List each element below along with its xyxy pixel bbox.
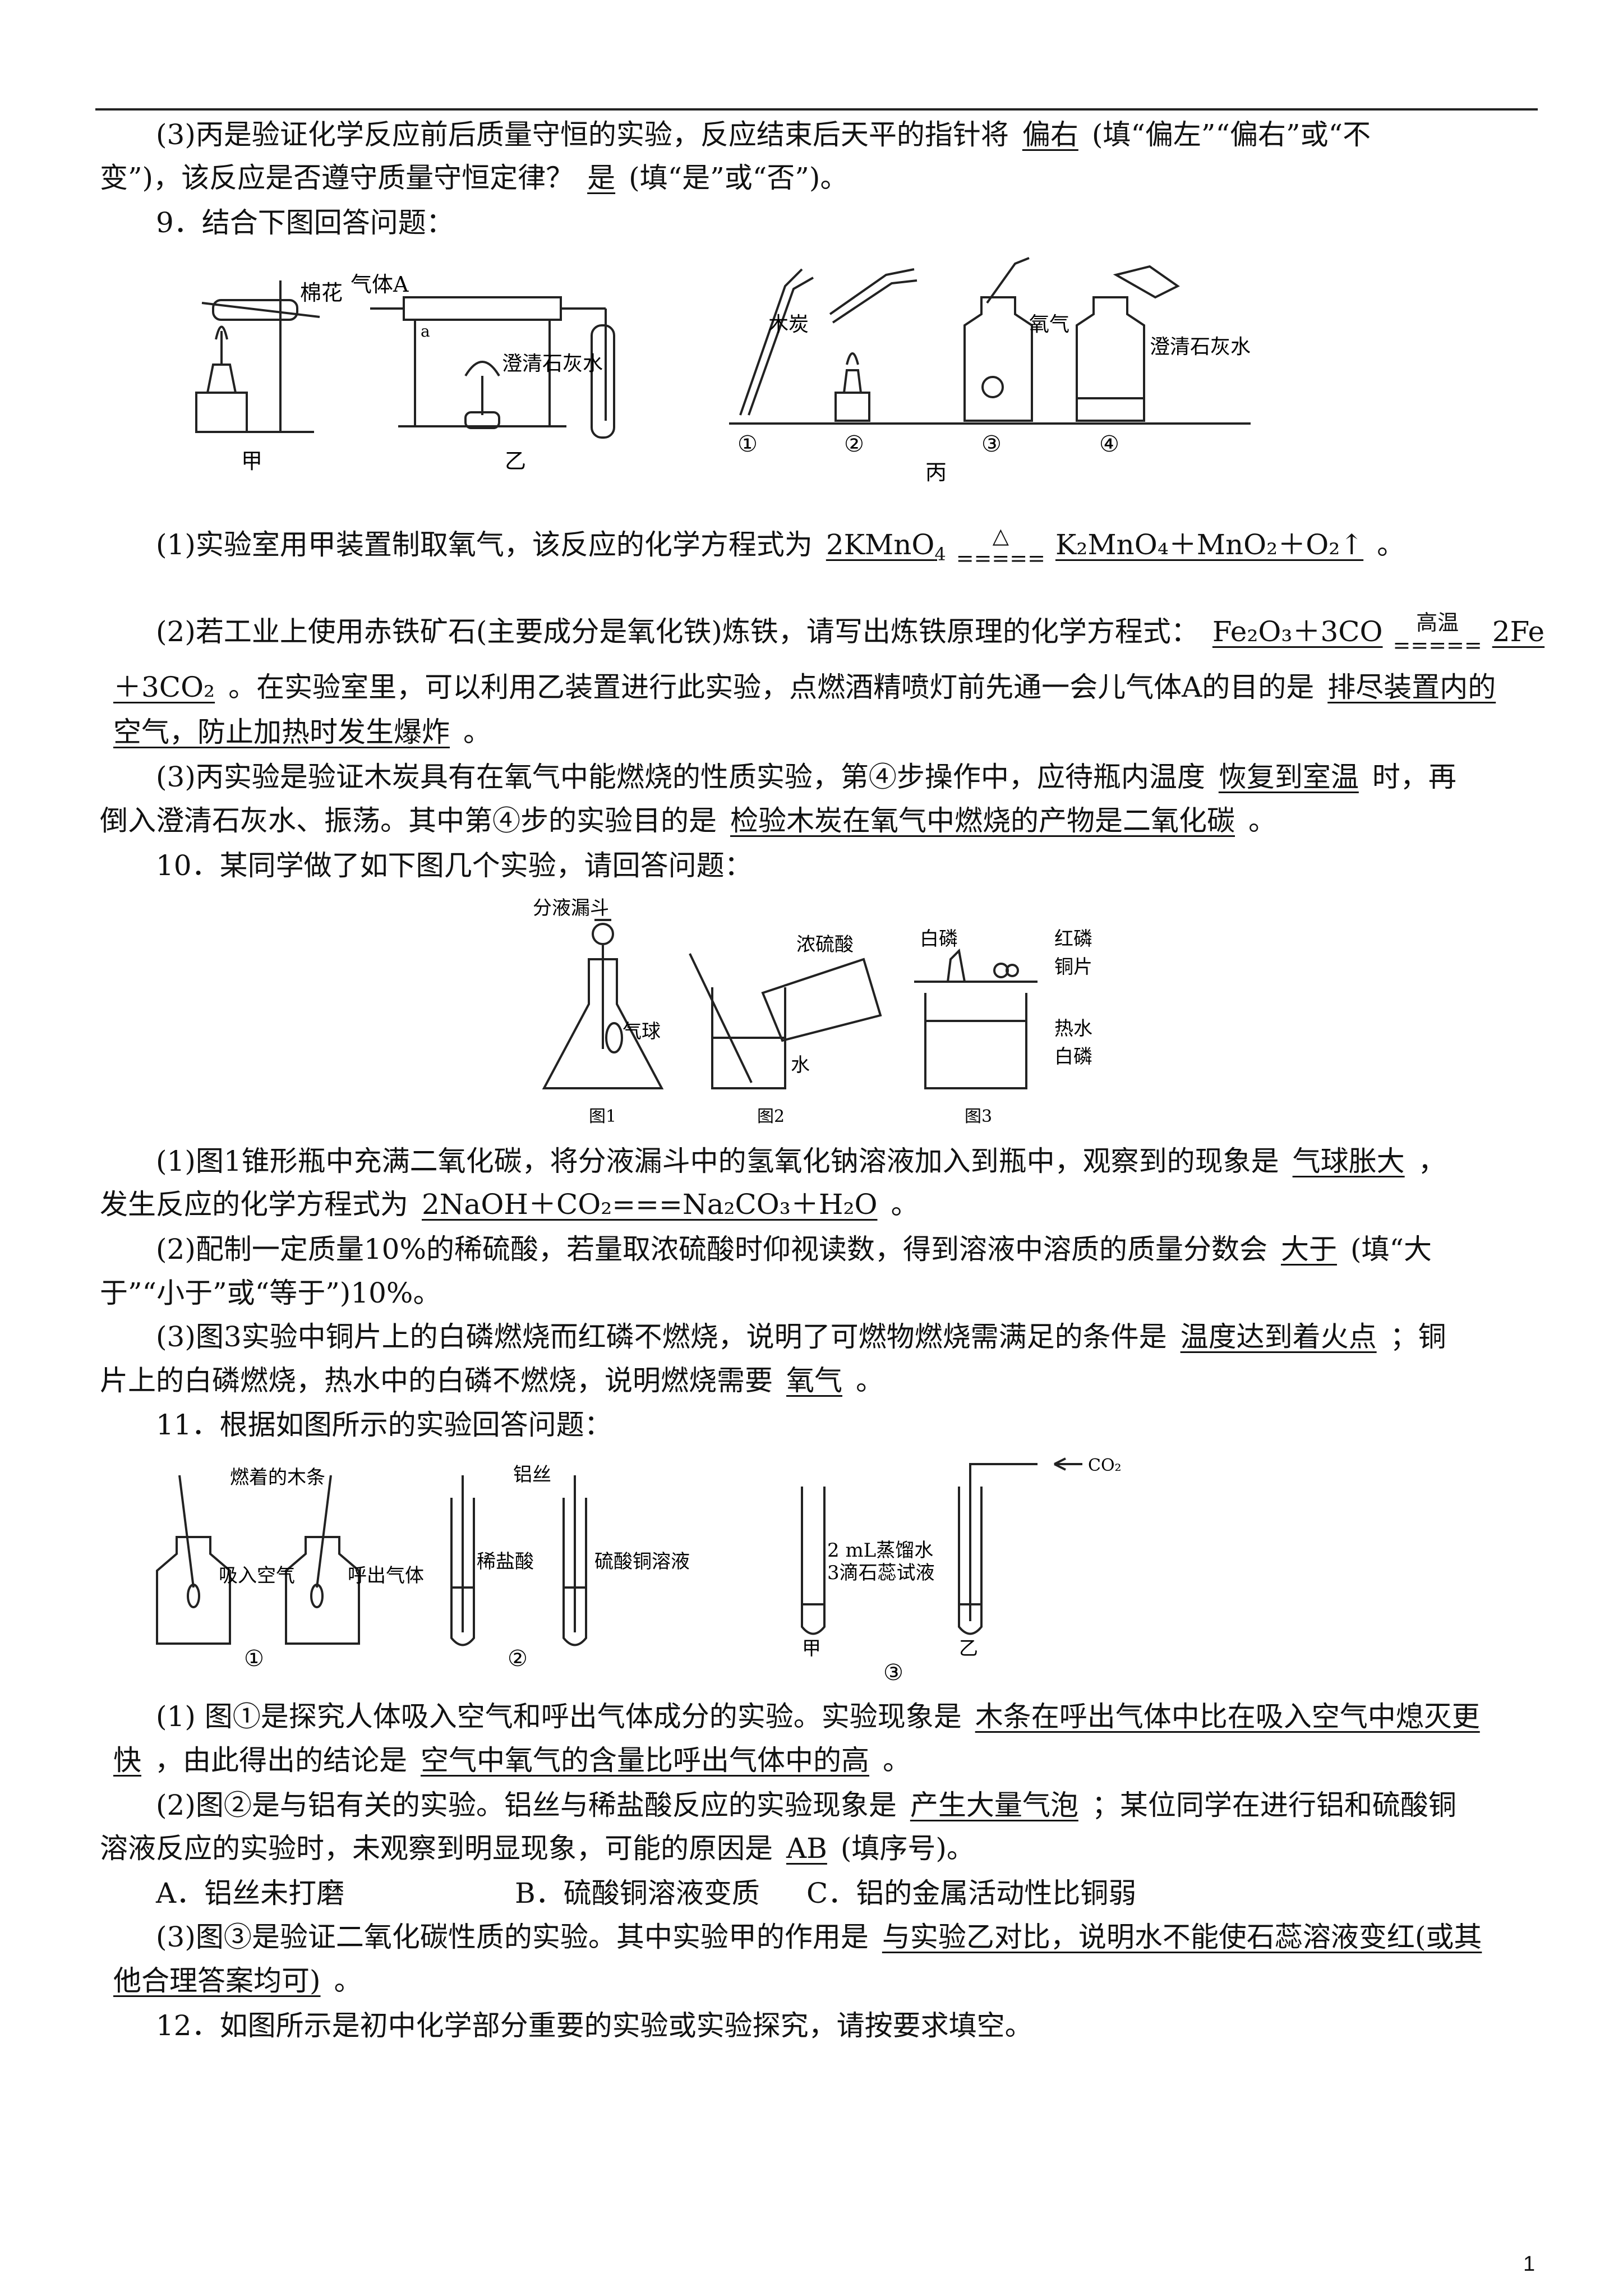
label-bing: 丙 [925,460,947,485]
label-cuso4-solution: 硫酸铜溶液 [594,1550,690,1573]
label-oxygen: 氧气 [1029,313,1069,336]
answer-blank: 检验木炭在氧气中燃烧的产物是二氧化碳 [730,804,1235,837]
q9-figure-jia-yi: 棉花 气体A a 澄清石灰水 甲 乙 [179,247,684,482]
label-jia: 甲 [802,1637,821,1660]
label-jia: 甲 [241,449,262,473]
q9-figure-bing: 木炭 氧气 澄清石灰水 ① ② ③ ④ 丙 [723,252,1256,488]
step-3: ③ [981,431,1002,457]
answer-equation-1: 2KMnO4△=====K₂MnO₄＋MnO₂＋O₂↑ [826,523,1364,570]
step-2: ② [844,431,864,457]
q10-part2-line2: 于”“小于”或“等于”)10%。 [100,1277,441,1309]
q9-part2-line3: 空气，防止加热时发生爆炸。 [100,712,1536,752]
q10-part1-line1: (1)图1锥形瓶中充满二氧化碳，将分液漏斗中的氢氧化钠溶液加入到瓶中，观察到的现… [156,1145,1446,1177]
step-1: ① [737,431,758,457]
page-number: 1 [1523,2252,1536,2276]
label-cotton: 棉花 [300,280,343,305]
label-conc-acid: 浓硫酸 [796,933,854,956]
label-yi: 乙 [959,1637,978,1660]
q11-title: 11．根据如图所示的实验回答问题： [156,1409,612,1441]
q10-part2-line1: (2)配制一定质量10%的稀硫酸，若量取浓硫酸时仰视读数，得到溶液中溶质的质量分… [156,1233,1432,1266]
label-litmus: 3滴石蕊试液 [827,1562,935,1584]
caption-fig3: 图3 [965,1107,992,1126]
answer-blank: 快 [113,1744,141,1777]
q11-part1-line2: 快，由此得出的结论是空气中氧气的含量比呼出气体中的高。 [100,1741,1536,1780]
label-burning-splint: 燃着的木条 [230,1466,325,1489]
q9-part2-line2: ＋3CO₂。在实验室里，可以利用乙装置进行此实验，点燃酒精喷灯前先通一会儿气体A… [100,668,1536,707]
label-circle-2: ② [508,1646,528,1672]
answer-blank: 产生大量气泡 [910,1789,1078,1821]
q10-title: 10．某同学做了如下图几个实验，请回答问题： [156,849,753,882]
label-yi: 乙 [505,449,526,473]
label-hot-water: 热水 [1054,1018,1092,1040]
label-distilled-water: 2 mL蒸馏水 [827,1539,933,1562]
label-white-phosphorus-bottom: 白磷 [1054,1046,1092,1068]
answer-blank: 排尽装置内的 [1327,671,1496,703]
answer-blank: 恢复到室温 [1218,761,1359,793]
q10-part3-line2: 片上的白磷燃烧，热水中的白磷不燃烧，说明燃烧需要氧气。 [100,1364,884,1397]
option-a: A．铝丝未打磨 [156,1877,345,1910]
q11-part1-line1: (1) 图①是探究人体吸入空气和呼出气体成分的实验。实验现象是木条在呼出气体中比… [156,1697,1592,1736]
answer-equation-2-cont: ＋3CO₂ [113,671,215,703]
answer-blank: AB [786,1832,827,1865]
q8-part3-line1: (3)丙是验证化学反应前后质量守恒的实验，反应结束后天平的指针将偏右(填“偏左”… [156,118,1371,151]
label-a: a [421,322,430,341]
q9-title: 9．结合下图回答问题： [156,206,454,239]
label-gas-a: 气体A [351,272,409,297]
q8-part3-line2: 变”)，该反应是否遵守质量守恒定律？是(填“是”或“否”)。 [100,162,849,194]
q11-options: A．铝丝未打磨 B．硫酸铜溶液变质 C．铝的金属活动性比铜弱 [156,1874,1592,1913]
q10-figures: 分液漏斗 气球 浓硫酸 水 白磷 红磷 铜片 热水 白磷 图1 图2 图3 [533,898,1150,1139]
q10-part3-line1: (3)图3实验中铜片上的白磷燃烧而红磷不燃烧，说明了可燃物燃烧需满足的条件是温度… [156,1320,1446,1353]
answer-blank: 温度达到着火点 [1180,1320,1377,1353]
label-dilute-hcl: 稀盐酸 [477,1550,534,1573]
answer-blank: 与实验乙对比，说明水不能使石蕊溶液变红(或其 [882,1921,1482,1953]
answer-blank: 木条在呼出气体中比在吸入空气中熄灭更 [975,1700,1480,1733]
q9-part3-line1: (3)丙实验是验证木炭具有在氧气中能燃烧的性质实验，第④步操作中，应待瓶内温度恢… [156,761,1456,793]
label-circle-3: ③ [883,1660,903,1686]
answer-blank: 空气中氧气的含量比呼出气体中的高 [421,1744,869,1777]
q11-part2-line1: (2)图②是与铝有关的实验。铝丝与稀盐酸反应的实验现象是产生大量气泡；某位同学在… [156,1789,1456,1821]
label-copper-sheet: 铜片 [1054,956,1092,978]
label-charcoal: 木炭 [768,313,809,336]
label-inhaled-air: 吸入空气 [219,1565,295,1587]
q12-title: 12．如图所示是初中化学部分重要的实验或实验探究，请按要求填空。 [156,2009,1033,2042]
answer-blank: 他合理答案均可) [113,1964,321,1997]
answer-blank: 氧气 [786,1364,842,1397]
answer-blank: 气球胀大 [1292,1145,1405,1177]
label-exhaled-gas: 呼出气体 [348,1565,424,1587]
label-funnel: 分液漏斗 [533,898,609,919]
header-rule [95,108,1538,111]
answer-blank: 是 [587,162,616,194]
label-white-phosphorus-top: 白磷 [920,928,958,950]
caption-fig2: 图2 [757,1107,785,1126]
answer-blank: 偏右 [1022,118,1078,151]
answer-blank: 空气，防止加热时发生爆炸 [113,716,450,748]
answer-blank: 大于 [1280,1233,1337,1266]
q9-part3-line2: 倒入澄清石灰水、振荡。其中第④步的实验目的是检验木炭在氧气中燃烧的产物是二氧化碳… [100,804,1276,837]
label-limewater-1: 澄清石灰水 [502,352,603,375]
q9-part2-line1: (2)若工业上使用赤铁矿石(主要成分是氧化铁)炼铁，请写出炼铁原理的化学方程式：… [156,611,1592,656]
label-co2: CO₂ [1088,1456,1122,1475]
q11-figure-1-2: 燃着的木条 吸入空气 呼出气体 ① 铝丝 稀盐酸 硫酸铜溶液 ② [146,1458,707,1672]
label-al-wire: 铝丝 [513,1464,551,1486]
label-circle-1: ① [244,1646,264,1672]
option-c: C．铝的金属活动性比铜弱 [806,1877,1137,1910]
answer-blank: 2NaOH＋CO₂===Na₂CO₃＋H₂O [422,1188,878,1221]
label-balloon: 气球 [623,1020,661,1043]
label-water: 水 [791,1054,810,1076]
label-limewater-2: 澄清石灰水 [1150,335,1251,358]
q11-part3-line1: (3)图③是验证二氧化碳性质的实验。其中实验甲的作用是与实验乙对比，说明水不能使… [156,1917,1592,1957]
step-4: ④ [1099,431,1119,457]
q11-figure-3: CO₂ 2 mL蒸馏水 3滴石蕊试液 甲 乙 ③ [785,1453,1178,1688]
option-b: B．硫酸铜溶液变质 [515,1877,760,1910]
caption-fig1: 图1 [589,1107,616,1126]
label-red-phosphorus: 红磷 [1054,928,1092,950]
q11-part3-line2: 他合理答案均可)。 [100,1961,1536,2000]
